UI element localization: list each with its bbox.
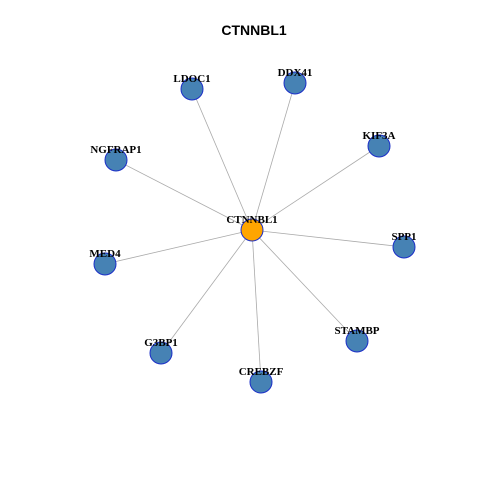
node-label: KIF3A xyxy=(363,130,396,142)
node-label: STAMBP xyxy=(334,325,379,337)
node-label: DDX41 xyxy=(278,67,313,79)
node-ddx41: DDX41 xyxy=(278,67,313,95)
edge-ctnnbl1-crebzf xyxy=(251,229,262,383)
edge-ctnnbl1-ldoc1 xyxy=(191,88,253,231)
node-circle xyxy=(249,370,273,394)
edge-ctnnbl1-ngfrap1 xyxy=(115,159,253,231)
edge-layer xyxy=(104,82,405,383)
node-circle xyxy=(345,329,369,353)
node-circle xyxy=(283,71,307,95)
node-label: NGFRAP1 xyxy=(90,144,141,156)
node-ldoc1: LDOC1 xyxy=(173,73,211,101)
node-spp1: SPP1 xyxy=(391,231,417,259)
node-label: MED4 xyxy=(89,248,121,260)
node-circle xyxy=(392,235,416,259)
node-circle xyxy=(367,134,391,158)
edge-ctnnbl1-med4 xyxy=(104,229,253,265)
edge-ctnnbl1-spp1 xyxy=(251,229,405,248)
node-stambp: STAMBP xyxy=(334,325,380,353)
node-circle xyxy=(240,218,264,242)
node-med4: MED4 xyxy=(89,248,121,276)
edge-ctnnbl1-ddx41 xyxy=(251,82,296,231)
node-circle xyxy=(104,148,128,172)
node-circle xyxy=(93,252,117,276)
node-label: LDOC1 xyxy=(173,73,210,85)
node-label: CREBZF xyxy=(239,366,284,378)
diagram-title: CTNNBL1 xyxy=(221,22,287,38)
edge-ctnnbl1-g3bp1 xyxy=(160,229,253,354)
node-label: G3BP1 xyxy=(144,337,178,349)
node-g3bp1: G3BP1 xyxy=(144,337,178,365)
node-circle xyxy=(149,341,173,365)
node-label: SPP1 xyxy=(391,231,416,243)
edge-ctnnbl1-stambp xyxy=(251,229,358,342)
edge-ctnnbl1-kif3a xyxy=(251,145,380,231)
node-ngfrap1: NGFRAP1 xyxy=(90,144,142,172)
node-circle xyxy=(180,77,204,101)
center-node-ctnnbl1: CTNNBL1 xyxy=(226,214,278,242)
node-crebzf: CREBZF xyxy=(239,366,284,394)
node-label: CTNNBL1 xyxy=(226,214,277,226)
node-kif3a: KIF3A xyxy=(363,130,396,158)
